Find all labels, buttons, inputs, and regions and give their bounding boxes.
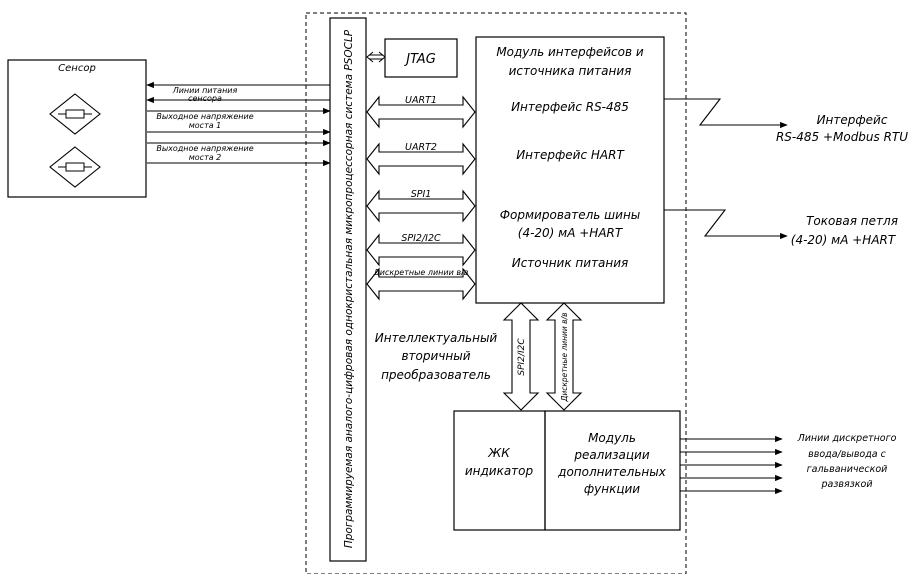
- converter-label-1: Интеллектуальный: [375, 331, 498, 345]
- vbus-spi-label: SPI2/I2C: [517, 338, 527, 376]
- bus-arrow-shape: [366, 233, 476, 267]
- hart-interface-label: Интерфейс HART: [516, 148, 625, 162]
- bus-arrow-shape: [366, 267, 476, 301]
- bus-arrow-shape: [366, 142, 476, 176]
- power-source-label: Источник питания: [512, 256, 629, 270]
- bus-uart1: UART1: [366, 95, 476, 129]
- sensor-block: Сенсор: [7, 59, 147, 198]
- discrete-out-label-1: Линии дискретного: [797, 433, 897, 444]
- bus-label-uart1: UART1: [405, 95, 437, 106]
- bus-label-discrete-io: Дискретные линии в/в: [373, 268, 469, 277]
- current-loop-output-line: [664, 209, 788, 240]
- bus-arrow-shape: [366, 189, 476, 223]
- converter-boundary: [305, 12, 687, 574]
- rs485-output-label-2: RS-485 +Modbus RTU: [776, 130, 908, 144]
- sensor-power-label-2: сенсора: [188, 94, 222, 103]
- bridge-2-label-1: Выходное напряжение: [156, 144, 253, 153]
- vertical-bus-spi: SPI2/I2C: [502, 302, 540, 411]
- lcd-label-2: индикатор: [465, 464, 534, 478]
- vertical-bus-discrete: Дискретные линии в/в: [545, 302, 583, 411]
- jtag-connector: [366, 51, 386, 63]
- extra-label-2: реализации: [573, 448, 650, 462]
- discrete-out-label-3: гальванической: [807, 464, 888, 475]
- module-title-1: Модуль интерфейсов и: [496, 45, 644, 59]
- bus-uart2: UART2: [366, 142, 476, 176]
- bus-spi1: SPI1: [366, 189, 476, 223]
- lcd-label-1: ЖК: [487, 446, 510, 460]
- former-label-2: (4-20) мА +HART: [518, 226, 624, 240]
- sensor-power-label-1: Линии питания: [172, 86, 238, 95]
- extra-functions-block: [544, 410, 681, 531]
- sensor-lines: [146, 81, 331, 167]
- bus-label-spi1: SPI1: [411, 189, 432, 200]
- jtag-block: [384, 38, 458, 78]
- discrete-out-label-4: развязкой: [821, 479, 873, 490]
- bridge-1-label-2: моста 1: [189, 121, 222, 130]
- former-label-1: Формирователь шины: [500, 208, 641, 222]
- current-loop-label-1: Токовая петля: [806, 214, 898, 228]
- sensor-title: Сенсор: [58, 63, 96, 74]
- bus-label-spi2-i2c: SPI2/I2C: [401, 233, 441, 244]
- bridge-1-icon: [49, 93, 101, 135]
- rs485-output-line: [664, 98, 788, 129]
- vbus-discrete-label: Дискретные линии в/в: [560, 312, 569, 402]
- discrete-io-arrows: [680, 435, 783, 495]
- bus-discrete-io: Дискретные линии в/в: [366, 267, 476, 301]
- bus-arrow-shape: [366, 95, 476, 129]
- bridge-2-label-2: моста 2: [189, 153, 222, 162]
- converter-label-3: преобразователь: [381, 368, 491, 382]
- converter-label-2: вторичный: [401, 349, 470, 363]
- bridge-1-label-1: Выходное напряжение: [156, 112, 253, 121]
- rs485-interface-label: Интерфейс RS-485: [511, 100, 629, 114]
- mcu-block: [329, 17, 367, 562]
- extra-label-1: Модуль: [588, 431, 636, 445]
- extra-label-3: дополнительных: [557, 465, 667, 479]
- current-loop-label-2: (4-20) мА +HART: [791, 233, 897, 247]
- bridge-2-icon: [49, 146, 101, 188]
- bus-label-uart2: UART2: [405, 142, 437, 153]
- rs485-output-label-1: Интерфейс: [817, 113, 888, 127]
- mcu-label: Программируемая аналого-цифровая однокри…: [343, 29, 355, 548]
- extra-label-4: функции: [584, 482, 640, 496]
- jtag-label: JTAG: [403, 52, 436, 67]
- discrete-out-label-2: ввода/вывода с: [808, 449, 887, 460]
- bus-spi2-i2c: SPI2/I2C: [366, 233, 476, 267]
- interface-power-module: [475, 36, 665, 304]
- module-title-2: источника питания: [509, 64, 632, 78]
